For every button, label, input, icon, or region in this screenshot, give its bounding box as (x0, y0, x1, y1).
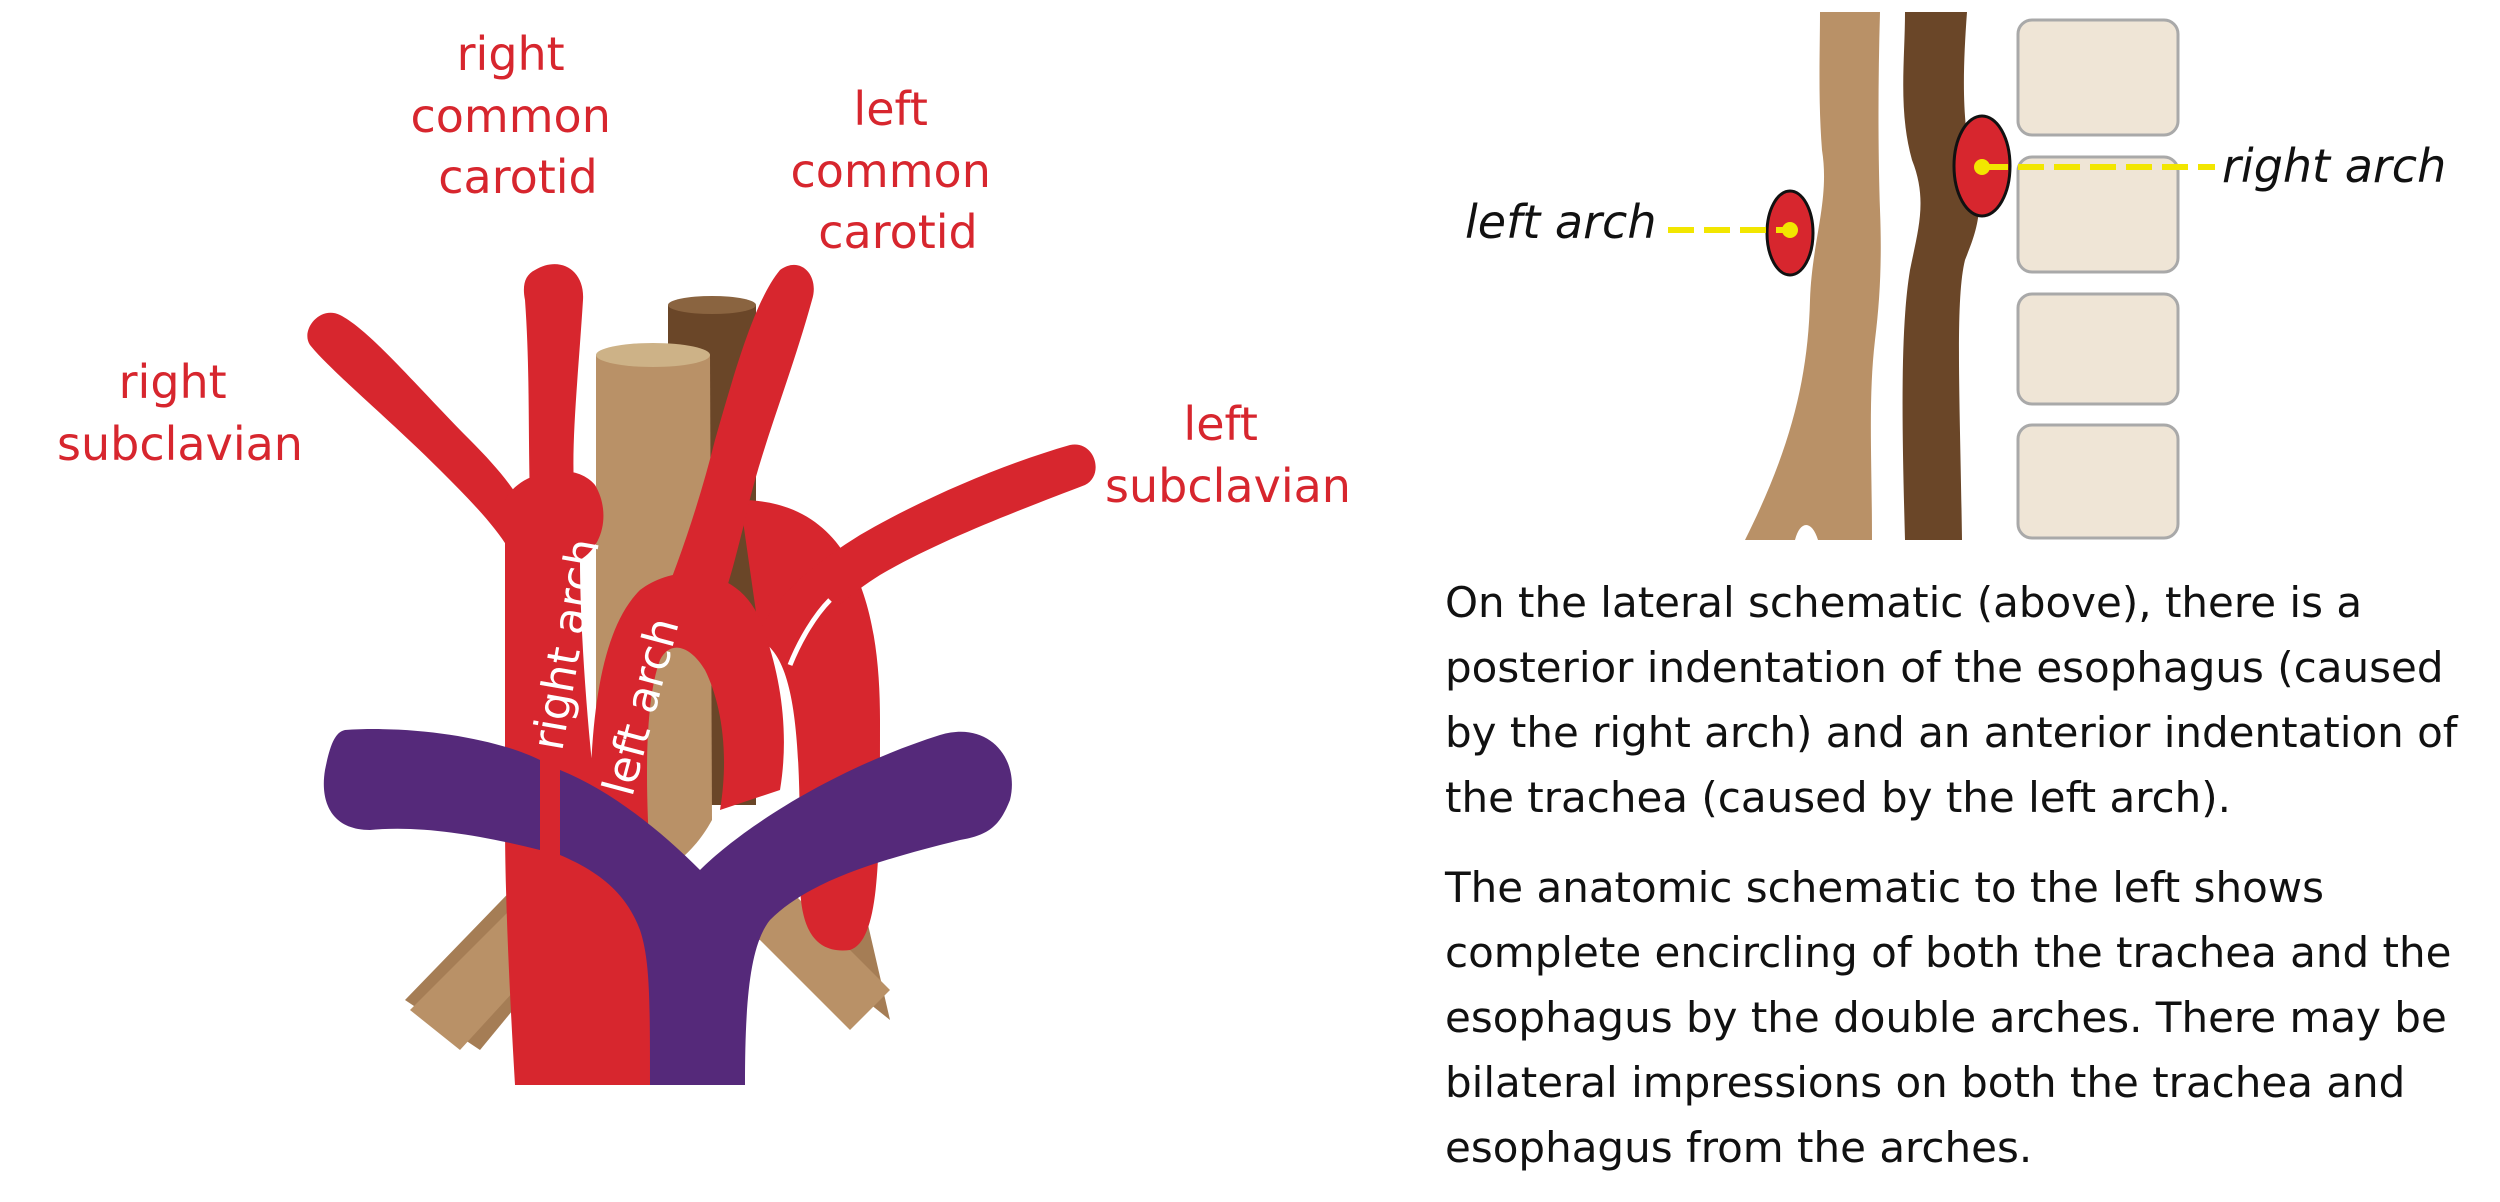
label-left-subclavian-line2: subclavian (1105, 459, 1351, 513)
lateral-trachea (1745, 12, 1881, 540)
label-left-subclavian-line1: left (1183, 397, 1258, 451)
left-arch-anterior (590, 573, 784, 1085)
label-right-common-carotid-line1: right (457, 27, 565, 81)
left-subclavian-artery (760, 444, 1096, 660)
vertebra-4 (2016, 423, 2180, 540)
left-subclavian-edge-highlight (787, 598, 832, 666)
lateral-schematic: left arch right arch (1465, 12, 2446, 540)
label-left-subclavian: left subclavian (1105, 397, 1351, 513)
pointer-right-arch-dot (1974, 159, 1990, 175)
label-left-common-carotid-line3: carotid (818, 205, 978, 259)
explanation-paragraph-lateral: On the lateral schematic (above), there … (1445, 578, 2458, 822)
vein-crossing-segment (560, 731, 1012, 1085)
label-right-common-carotid-line3: carotid (438, 150, 598, 204)
right-subclavian-artery (307, 312, 530, 560)
label-left-common-carotid: left common carotid (791, 82, 1006, 259)
vertebra-3 (2016, 292, 2180, 406)
brachiocephalic-vein (323, 729, 540, 850)
pointer-left-arch-dot (1782, 222, 1798, 238)
label-left-common-carotid-line2: common (791, 144, 991, 198)
lateral-esophagus (1902, 12, 1980, 540)
vertebral-column (2016, 18, 2180, 540)
vertebra-2 (2016, 155, 2180, 274)
label-right-subclavian-line1: right (119, 355, 227, 409)
label-right-common-carotid-line2: common (411, 89, 611, 143)
lateral-label-right-arch: right arch (2222, 139, 2446, 193)
label-left-common-carotid-line1: left (853, 82, 928, 136)
label-right-common-carotid: right common carotid (411, 27, 626, 204)
explanation-paragraph-anatomic: The anatomic schematic to the left shows… (1445, 863, 2452, 1172)
lateral-label-left-arch: left arch (1465, 195, 1656, 249)
label-right-subclavian-line2: subclavian (57, 417, 303, 471)
vertebra-1 (2016, 18, 2180, 137)
right-common-carotid-artery (523, 264, 584, 500)
anatomic-schematic: right common carotid left common carotid… (57, 27, 1351, 1086)
left-common-carotid-artery (655, 264, 814, 640)
label-right-subclavian: right subclavian (57, 355, 303, 471)
